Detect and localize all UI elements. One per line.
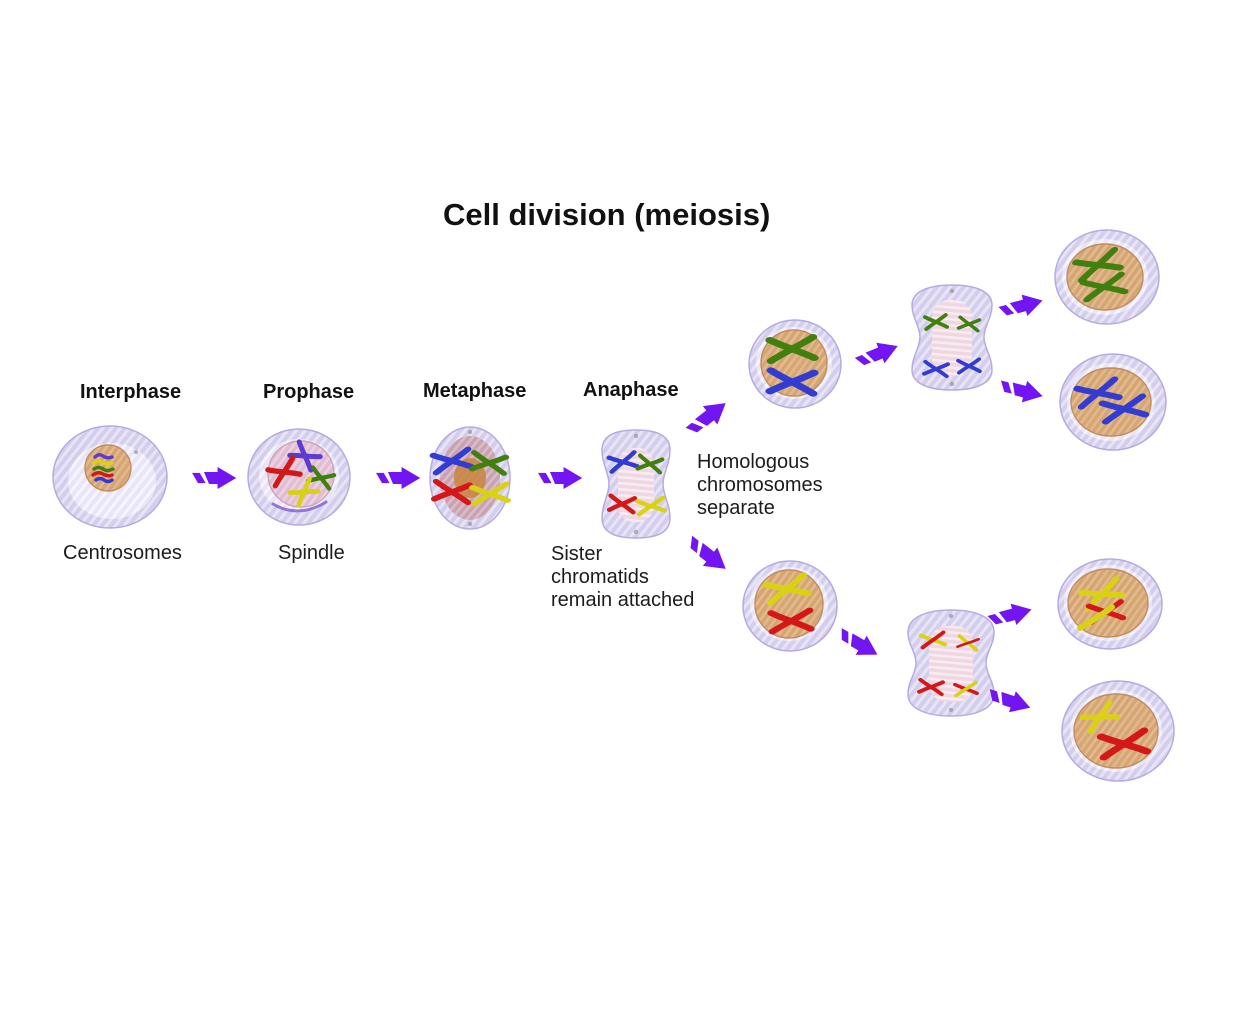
- arrow-top-to-anaphase2: [852, 335, 902, 373]
- arrow-prophase-to-metaphase: [376, 466, 421, 490]
- stage-label-interphase: Interphase: [80, 381, 182, 403]
- daughter-cell-green: [1054, 229, 1160, 325]
- stage-label-anaphase: Anaphase: [583, 379, 679, 401]
- meiosis2-bottom-cell: [742, 560, 838, 652]
- interphase-cell: [52, 425, 168, 529]
- caption-homologous-separate: Homologous chromosomes separate: [697, 451, 823, 519]
- meiosis2-top-anaphase-cell: [911, 284, 993, 391]
- daughter-cell-yellow-red-2: [1061, 680, 1175, 782]
- arrow-metaphase-to-anaphase: [538, 466, 583, 490]
- interphase-nucleus: [84, 444, 132, 492]
- meiosis2-top-cell: [748, 319, 842, 409]
- chromatin-threads: [91, 453, 115, 484]
- daughter-cell-blue: [1059, 353, 1167, 451]
- stage-label-metaphase: Metaphase: [423, 380, 527, 402]
- caption-sister-chromatids: Sister chromatids remain attached: [551, 543, 695, 611]
- prophase-cell: [247, 428, 351, 526]
- anaphase-cell: [601, 429, 671, 539]
- diagram-title: Cell division (meiosis): [443, 197, 771, 232]
- arrow-interphase-to-prophase: [192, 466, 237, 490]
- metaphase-cell: [429, 426, 510, 530]
- meiosis2-bottom-anaphase-cell: [907, 609, 995, 717]
- arrow-to-daughter-green: [996, 289, 1046, 323]
- spindle-pole-top: [467, 429, 473, 435]
- stage-label-prophase: Prophase: [263, 381, 355, 403]
- spindle-pole-bottom: [467, 521, 473, 527]
- centrosome-dot: [133, 449, 139, 455]
- daughter-cell-yellow-red-1: [1057, 558, 1163, 650]
- arrow-anaphase-to-top-branch: [681, 393, 733, 442]
- caption-centrosomes: Centrosomes: [63, 542, 182, 564]
- arrow-bottom-to-anaphase2: [833, 622, 883, 665]
- caption-spindle: Spindle: [278, 542, 345, 564]
- arrow-to-daughter-blue: [997, 374, 1046, 407]
- spindle-fiber: [271, 500, 328, 513]
